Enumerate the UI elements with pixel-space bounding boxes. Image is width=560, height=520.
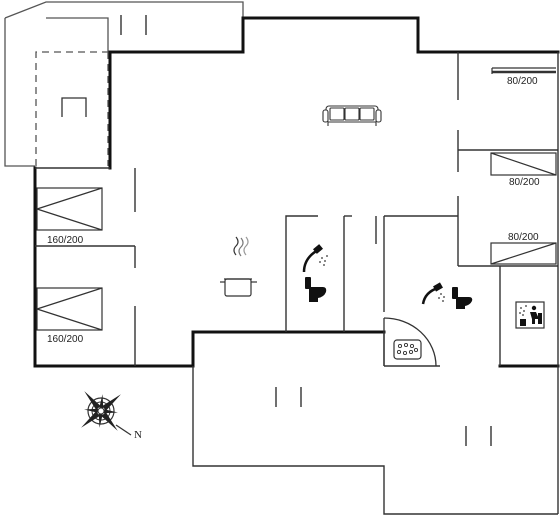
bed-right-middle: 80/200 (490, 152, 557, 188)
bed-left-top: 160/200 (36, 187, 103, 246)
bed-left-bottom: 160/200 (36, 287, 103, 345)
cooking-pot-icon (220, 236, 257, 297)
terrace-fixture (61, 97, 87, 117)
bed-right-top: 80/200 (491, 67, 556, 87)
bed-size-label: 160/200 (47, 334, 84, 345)
terrace-railing-marks (120, 15, 147, 35)
lower-railing-marks (275, 387, 492, 446)
shower-icon (302, 244, 328, 273)
terrace-outline (4, 1, 244, 167)
door-swing (383, 317, 437, 367)
sofa-icon (322, 105, 382, 126)
compass-rose-icon (81, 391, 132, 436)
toilet-icon (305, 277, 327, 302)
bed-size-label: 80/200 (508, 232, 539, 243)
shower-icon (421, 282, 445, 305)
interior-walls (35, 52, 559, 515)
whirlpool-tub-icon (393, 339, 422, 360)
bed-size-label: 80/200 (509, 177, 540, 188)
compass-north-label: N (134, 429, 142, 441)
bed-size-label: 80/200 (507, 76, 538, 87)
bed-right-bottom: 80/200 (490, 232, 557, 265)
toilet-icon (452, 287, 473, 309)
bed-size-label: 160/200 (47, 235, 84, 246)
sauna-icon (515, 301, 545, 329)
exterior-walls (33, 16, 560, 368)
terrace-dashed-edge (35, 51, 109, 166)
